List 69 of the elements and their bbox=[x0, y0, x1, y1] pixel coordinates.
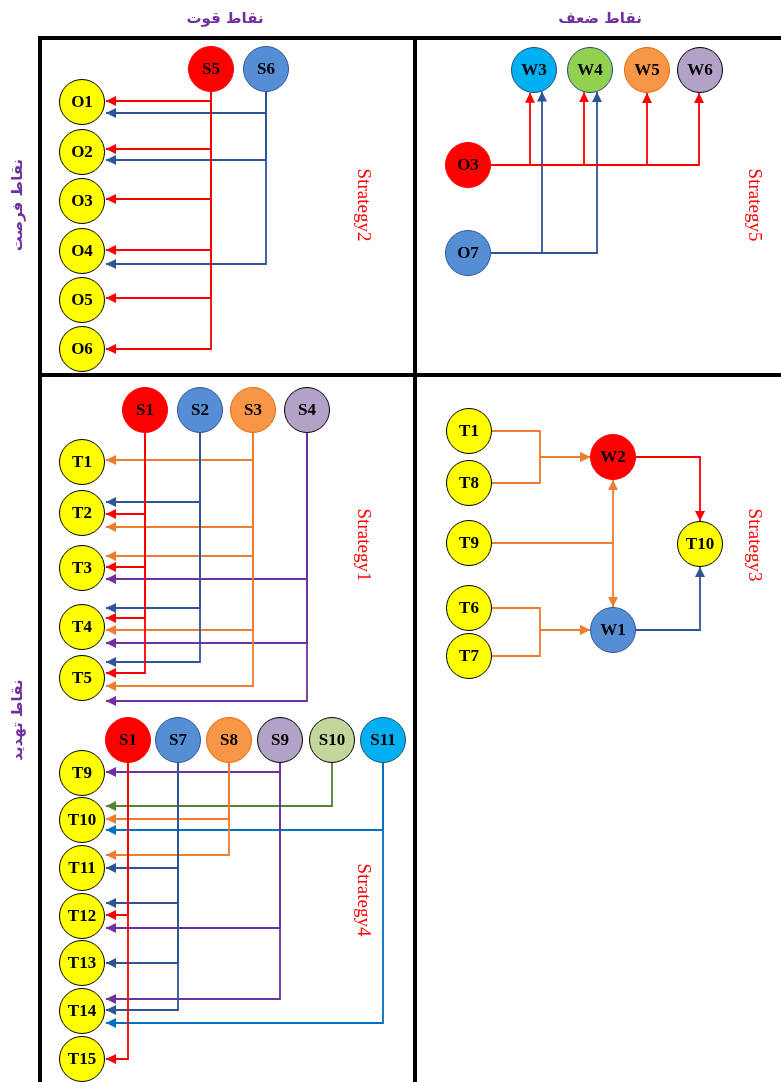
circle-node: S2 bbox=[177, 387, 223, 433]
circle-node: S1 bbox=[122, 387, 168, 433]
arrow bbox=[105, 432, 201, 667]
circle-node: W4 bbox=[567, 47, 613, 93]
circle-node: W5 bbox=[624, 47, 670, 93]
arrow bbox=[105, 432, 146, 678]
arrow bbox=[491, 625, 591, 657]
circle-node: S5 bbox=[188, 46, 234, 92]
column-heading: نقاط ضعف bbox=[558, 9, 642, 27]
arrow bbox=[105, 762, 129, 1064]
circle-node: O5 bbox=[59, 277, 105, 323]
circle-node: T2 bbox=[59, 490, 105, 536]
arrow bbox=[105, 762, 230, 860]
circle-node: O2 bbox=[59, 129, 105, 175]
circle-node: T4 bbox=[59, 604, 105, 650]
circle-node: T5 bbox=[59, 655, 105, 701]
strategy-label: Strategy1 bbox=[353, 508, 375, 582]
row-heading: نقاط تهدید bbox=[8, 679, 26, 761]
arrow bbox=[490, 92, 704, 166]
circle-node: T7 bbox=[446, 633, 492, 679]
strategy-label: Strategy2 bbox=[353, 168, 375, 242]
circle-node: W2 bbox=[590, 434, 636, 480]
circle-node: W1 bbox=[590, 607, 636, 653]
circle-node: T15 bbox=[59, 1036, 105, 1082]
circle-node: S10 bbox=[309, 717, 355, 763]
arrow bbox=[105, 762, 333, 811]
circle-node: S4 bbox=[284, 387, 330, 433]
row-heading: نقاط فرصت bbox=[8, 158, 26, 252]
arrow bbox=[105, 762, 384, 1028]
circle-node: S9 bbox=[257, 717, 303, 763]
strategy-label: Strategy3 bbox=[744, 508, 766, 582]
circle-node: O6 bbox=[59, 326, 105, 372]
strategy-label: Strategy4 bbox=[353, 863, 375, 937]
circle-node: T3 bbox=[59, 545, 105, 591]
circle-node: W6 bbox=[677, 47, 723, 93]
arrow bbox=[635, 456, 705, 522]
circle-node: T6 bbox=[446, 585, 492, 631]
arrow bbox=[635, 566, 705, 631]
circle-node: O7 bbox=[445, 230, 491, 276]
circle-node: T9 bbox=[446, 520, 492, 566]
circle-node: O3 bbox=[59, 178, 105, 224]
circle-node: S6 bbox=[243, 46, 289, 92]
circle-node: T14 bbox=[59, 988, 105, 1034]
circle-node: T10 bbox=[59, 797, 105, 843]
circle-node: S11 bbox=[360, 717, 406, 763]
circle-node: T11 bbox=[59, 845, 105, 891]
column-heading: نقاط قوت bbox=[186, 9, 264, 27]
circle-node: T8 bbox=[446, 460, 492, 506]
circle-node: S3 bbox=[230, 387, 276, 433]
arrow bbox=[105, 762, 179, 1015]
circle-node: T9 bbox=[59, 750, 105, 796]
circle-node: O3 bbox=[445, 142, 491, 188]
circle-node: S8 bbox=[206, 717, 252, 763]
circle-node: O4 bbox=[59, 228, 105, 274]
circle-node: S7 bbox=[155, 717, 201, 763]
arrow bbox=[105, 91, 212, 354]
circle-node: T13 bbox=[59, 940, 105, 986]
circle-node: T1 bbox=[59, 439, 105, 485]
circle-node: W3 bbox=[511, 47, 557, 93]
arrow bbox=[105, 91, 267, 269]
circle-node: T10 bbox=[677, 521, 723, 567]
circle-node: O1 bbox=[59, 79, 105, 125]
circle-node: S1 bbox=[105, 717, 151, 763]
arrow bbox=[491, 542, 618, 608]
arrow bbox=[491, 452, 591, 484]
strategy-label: Strategy5 bbox=[744, 168, 766, 242]
circle-node: T1 bbox=[446, 408, 492, 454]
arrow bbox=[490, 91, 602, 254]
circle-node: T12 bbox=[59, 893, 105, 939]
